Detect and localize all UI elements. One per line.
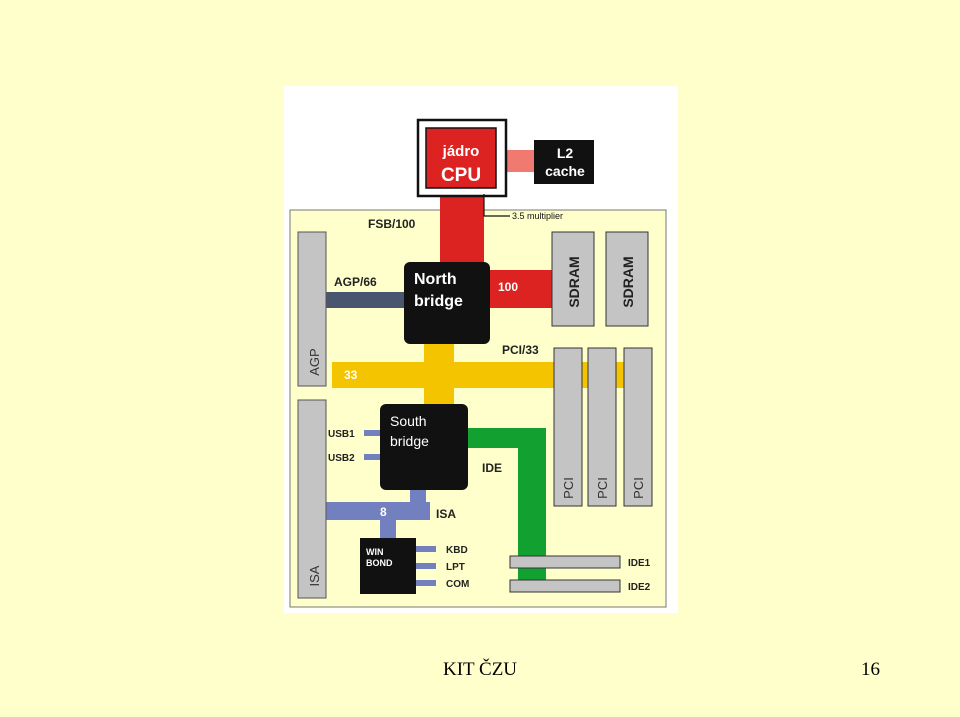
- winbond-label-top: WIN: [366, 547, 384, 557]
- north-bridge: [404, 262, 490, 344]
- isa-value-label: 8: [380, 505, 387, 519]
- kbd-label: KBD: [446, 545, 468, 556]
- isa-slot: [297, 399, 327, 599]
- memory-bus-label: 100: [498, 280, 518, 294]
- agp-bus: [326, 292, 406, 308]
- pci-slot-label: PCI: [631, 477, 646, 499]
- motherboard-diagram: jádro CPU L2 cache 3.5 multiplier FSB/10…: [284, 86, 678, 613]
- usb1-label: USB1: [328, 429, 355, 440]
- winbond-chip: [360, 538, 416, 594]
- ide-bus: [464, 428, 546, 580]
- l2-cache: [534, 140, 594, 184]
- pci-slot: [623, 347, 653, 507]
- memory-bus: [488, 270, 552, 308]
- ide2-connector: [509, 579, 621, 593]
- pci-slot-label: PCI: [561, 477, 576, 499]
- ide2-label: IDE2: [628, 582, 651, 593]
- pci-bus-label: PCI/33: [502, 343, 539, 357]
- agp-bus-label: AGP/66: [334, 275, 377, 289]
- multiplier-pointer: [483, 194, 510, 217]
- isa-bus-drop: [380, 518, 396, 538]
- pci-slot-label: PCI: [595, 477, 610, 499]
- l2-label-top: L2: [557, 145, 574, 161]
- winbond-label-bottom: BOND: [366, 558, 393, 568]
- pci-slot: [587, 347, 617, 507]
- isa-slot-label: ISA: [307, 565, 322, 586]
- kbd-connector: [416, 546, 436, 552]
- sdram-slot: [551, 231, 595, 327]
- usb2-label: USB2: [328, 453, 355, 464]
- ide1-connector: [509, 555, 621, 569]
- sdram-slot-label: SDRAM: [566, 256, 582, 307]
- usb1-connector: [364, 430, 382, 436]
- fsb-label: FSB/100: [368, 217, 416, 231]
- south-bridge: [380, 404, 468, 490]
- north-bridge-label-top: North: [414, 271, 457, 288]
- isa-bus-label: ISA: [436, 507, 456, 521]
- north-bridge-label-bottom: bridge: [414, 293, 463, 310]
- cpu-core: [425, 127, 497, 189]
- sdram-slot-label: SDRAM: [620, 256, 636, 307]
- sdram-slot: [605, 231, 649, 327]
- com-connector: [416, 580, 436, 586]
- page-number: 16: [861, 659, 880, 680]
- isa-bus: [322, 502, 430, 520]
- lpt-label: LPT: [446, 562, 465, 573]
- com-label: COM: [446, 579, 469, 590]
- south-bridge-label-bottom: bridge: [390, 433, 429, 449]
- pci-value-label: 33: [344, 368, 358, 382]
- cpu-label-top: jádro: [442, 143, 480, 160]
- pci-slot: [553, 347, 583, 507]
- usb2-connector: [364, 454, 382, 460]
- lpt-connector: [416, 563, 436, 569]
- pci-bus-drop: [424, 386, 454, 408]
- fsb-bus: [440, 194, 484, 264]
- agp-slot-label: AGP: [307, 348, 322, 375]
- agp-slot: [297, 231, 327, 387]
- ide-bus-label: IDE: [482, 461, 502, 475]
- isa-bus-vertical: [410, 488, 426, 504]
- l2-link: [500, 150, 536, 172]
- south-bridge-label-top: South: [390, 413, 427, 429]
- ide1-label: IDE1: [628, 558, 651, 569]
- multiplier-label: 3.5 multiplier: [512, 211, 563, 221]
- footer-label: KIT ČZU: [442, 659, 518, 680]
- cpu-label-bottom: CPU: [441, 165, 481, 186]
- l2-label-bottom: cache: [545, 163, 585, 179]
